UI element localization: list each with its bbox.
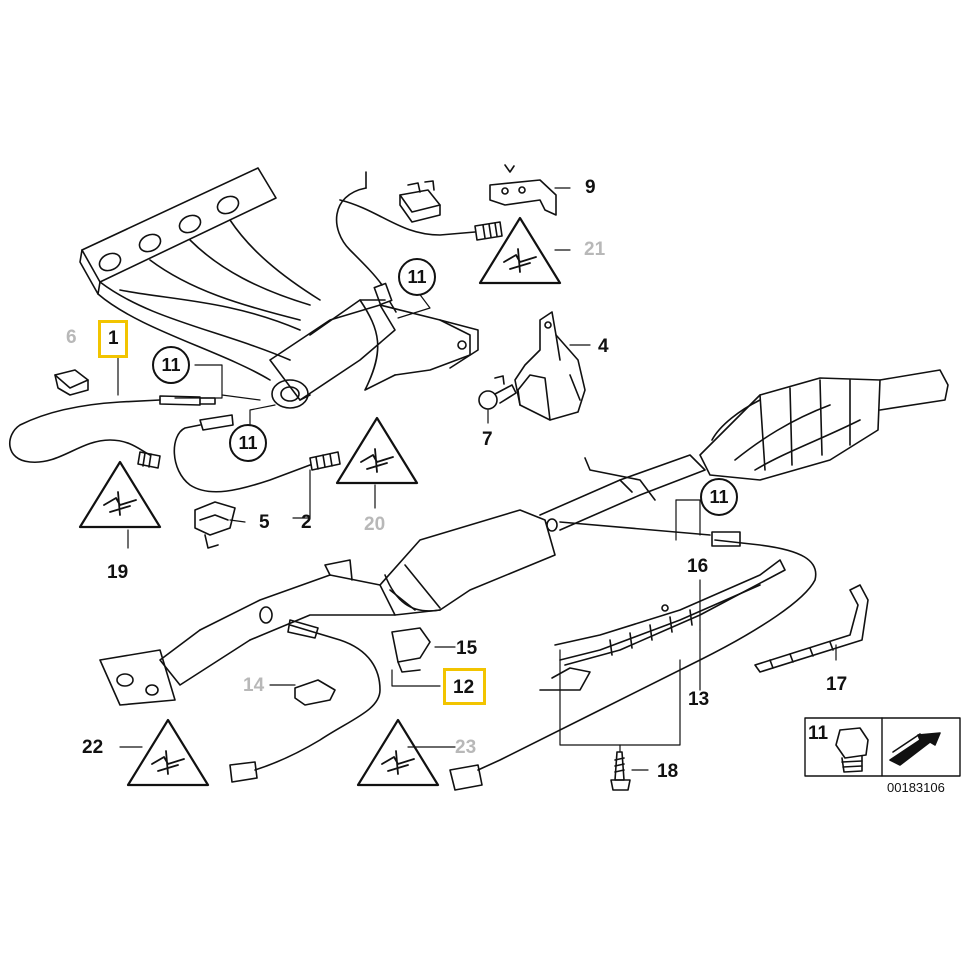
screw-18 <box>610 751 631 791</box>
highlight-part-1 <box>98 320 128 358</box>
part-label-4[interactable]: 4 <box>598 336 609 357</box>
main-exhaust-pipe <box>99 454 706 706</box>
sensor-clip-top <box>399 180 441 223</box>
rear-oxygen-sensor-left <box>229 619 381 783</box>
rear-oxygen-sensor-right <box>449 521 817 791</box>
oxygen-sensor-2-drawing <box>173 414 341 493</box>
highlight-part-12 <box>443 668 486 705</box>
circled-label-11-lower[interactable]: 11 <box>229 424 267 462</box>
front-catalytic-converters <box>269 299 479 409</box>
clip-15 <box>391 627 431 673</box>
part-label-6[interactable]: 6 <box>66 327 77 348</box>
warning-triangle-19 <box>78 460 162 529</box>
rear-muffler <box>699 369 949 481</box>
circled-label-11-top[interactable]: 11 <box>398 258 436 296</box>
part-label-15[interactable]: 15 <box>456 638 478 659</box>
legend-part-number: 11 <box>808 723 829 744</box>
part-label-12[interactable]: 12 <box>453 677 475 698</box>
clip-5 <box>194 501 236 549</box>
part-label-23[interactable]: 23 <box>455 737 477 758</box>
cable-holder-17 <box>754 584 869 673</box>
circled-label-11-left[interactable]: 11 <box>152 346 190 384</box>
part-label-9[interactable]: 9 <box>585 177 596 198</box>
clip-14 <box>294 679 336 706</box>
bolt-7 <box>478 375 517 410</box>
part-label-21[interactable]: 21 <box>584 239 606 260</box>
part-label-5[interactable]: 5 <box>259 512 270 533</box>
oxygen-sensor-1-drawing <box>8 395 216 469</box>
part-label-22[interactable]: 22 <box>82 737 104 758</box>
circled-label-11-right[interactable]: 11 <box>700 478 738 516</box>
bracket-4 <box>514 311 586 421</box>
top-oxygen-sensor <box>335 171 503 313</box>
diagram-reference-number: 00183106 <box>887 780 945 795</box>
part-label-7[interactable]: 7 <box>482 429 493 450</box>
part-label-13[interactable]: 13 <box>688 689 710 710</box>
warning-triangle-21 <box>478 216 562 285</box>
part-label-17[interactable]: 17 <box>826 674 848 695</box>
warning-triangle-22 <box>126 718 210 787</box>
warning-triangle-23 <box>356 718 440 787</box>
part-label-1[interactable]: 1 <box>108 328 119 349</box>
legend-box <box>804 717 961 777</box>
part-label-16[interactable]: 16 <box>687 556 709 577</box>
part-label-14[interactable]: 14 <box>243 675 265 696</box>
part-label-2[interactable]: 2 <box>301 512 312 533</box>
warning-triangle-20 <box>335 416 419 485</box>
part-label-18[interactable]: 18 <box>657 761 679 782</box>
bracket-9 <box>489 164 557 216</box>
part-label-20[interactable]: 20 <box>364 514 386 535</box>
part-label-19[interactable]: 19 <box>107 562 129 583</box>
clip-6 <box>54 369 89 396</box>
cable-guide-16 <box>539 559 786 691</box>
exhaust-manifold-drawing <box>79 167 321 381</box>
